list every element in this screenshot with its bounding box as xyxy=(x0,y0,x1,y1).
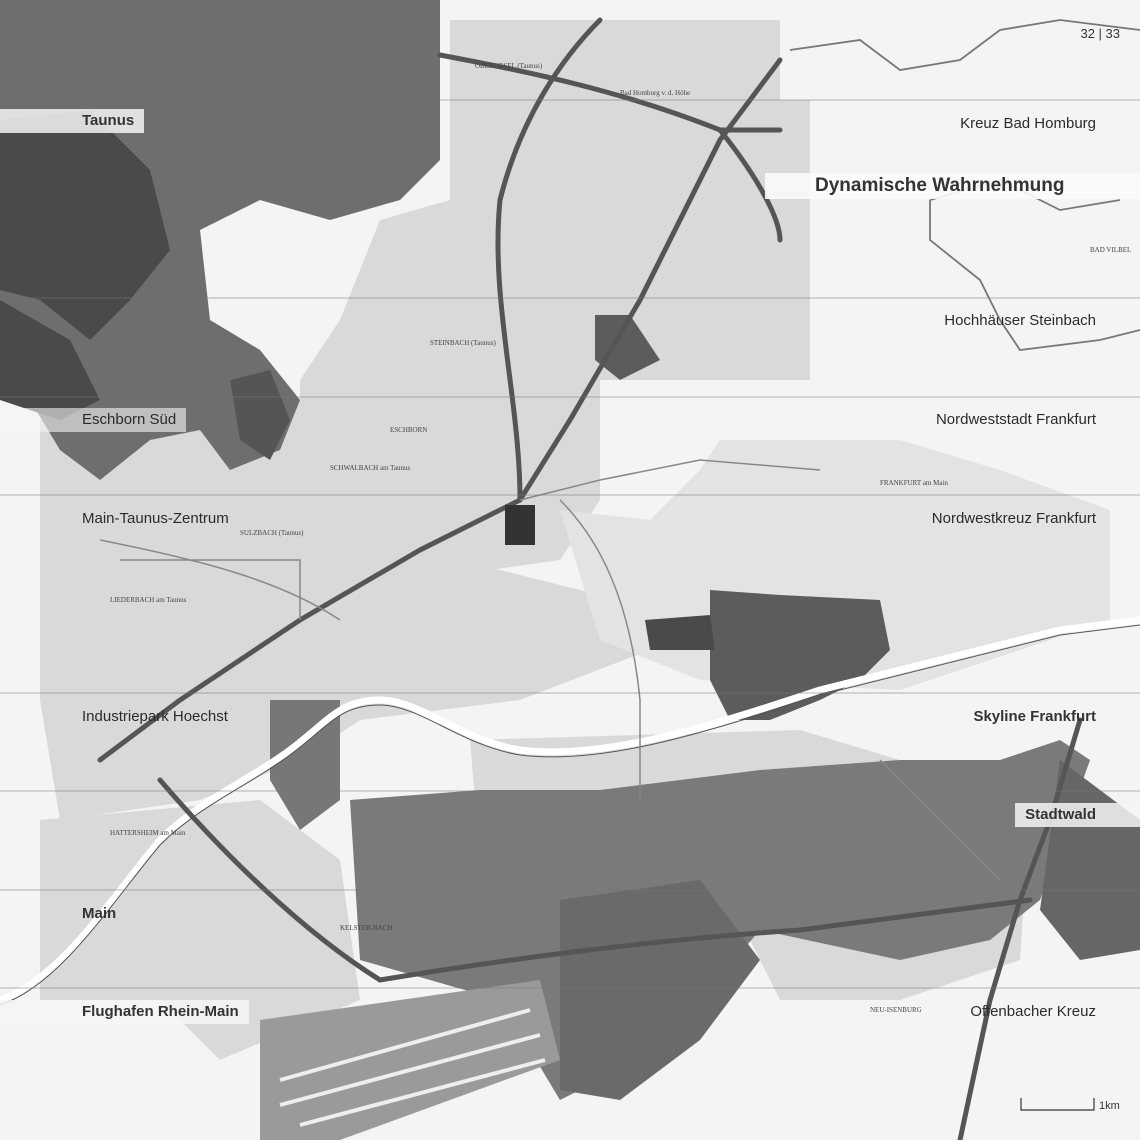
settlement-areas xyxy=(40,20,1110,1060)
place-sulzbach: SULZBACH (Taunus) xyxy=(240,529,304,537)
scale-bar xyxy=(1020,1098,1095,1111)
label-taunus: Taunus xyxy=(0,109,144,133)
main-river-outline xyxy=(0,624,1140,1006)
place-liederbach: LIEDERBACH am Taunus xyxy=(110,596,187,604)
label-flughafen-rhein-main: Flughafen Rhein-Main xyxy=(0,1000,249,1024)
place-steinbach: STEINBACH (Taunus) xyxy=(430,339,496,347)
scale-label: 1km xyxy=(1099,1100,1120,1112)
label-hochhaeuser-steinbach: Hochhäuser Steinbach xyxy=(944,312,1096,329)
place-hattersheim: HATTERSHEIM am Main xyxy=(110,829,186,837)
place-neu-isenburg: NEU-ISENBURG xyxy=(870,1006,922,1014)
label-offenbacher-kreuz: Offenbacher Kreuz xyxy=(970,1003,1096,1020)
label-kreuz-bad-homburg: Kreuz Bad Homburg xyxy=(960,115,1096,132)
section-lines xyxy=(0,99,1140,989)
place-frankfurt: FRANKFURT am Main xyxy=(880,479,948,487)
label-nordwestkreuz-frankfurt: Nordwestkreuz Frankfurt xyxy=(931,510,1096,527)
main-river xyxy=(0,616,1140,1004)
place-bad-homburg: Bad Homburg v. d. Höhe xyxy=(620,89,690,97)
label-skyline-frankfurt: Skyline Frankfurt xyxy=(973,708,1096,725)
label-nordweststadt-frankfurt: Nordweststadt Frankfurt xyxy=(935,411,1096,428)
interchange-eschborn xyxy=(505,505,535,545)
label-main-taunus-zentrum: Main-Taunus-Zentrum xyxy=(82,510,229,527)
place-oberursel: OBERURSEL (Taunus) xyxy=(475,62,543,70)
page-title: Dynamische Wahrnehmung xyxy=(765,173,1140,199)
airport xyxy=(260,980,560,1140)
place-bad-vilbel: BAD VILBEL xyxy=(1090,246,1131,254)
place-eschborn: ESCHBORN xyxy=(390,426,427,434)
place-kelsterbach: KELSTER-BACH xyxy=(340,924,393,932)
city-districts xyxy=(270,315,890,830)
page-number: 32 | 33 xyxy=(1080,26,1120,41)
place-schwalbach: SCHWALBACH am Taunus xyxy=(330,464,411,472)
label-stadtwald: Stadtwald xyxy=(1015,803,1140,827)
label-industriepark-hoechst: Industriepark Hoechst xyxy=(82,708,228,725)
label-eschborn-sued: Eschborn Süd xyxy=(0,408,187,432)
minor-roads xyxy=(99,459,1001,881)
label-main: Main xyxy=(82,905,117,922)
